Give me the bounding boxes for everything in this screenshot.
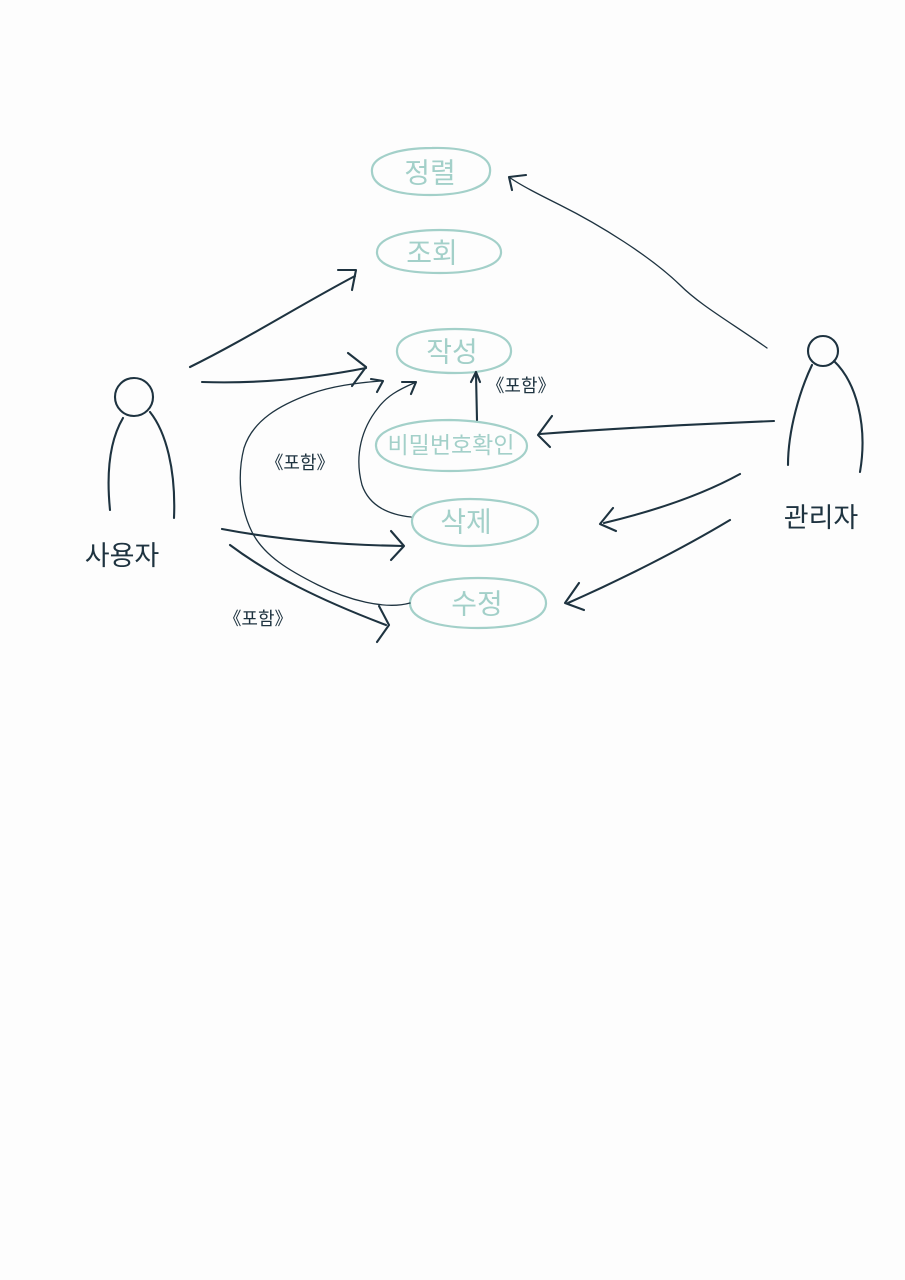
assoc-user-edit	[228, 543, 391, 644]
include-delete-label: 《포함》	[265, 453, 334, 474]
actor-user-label: 사용자	[85, 541, 160, 572]
use-case-create-label: 작성	[426, 336, 478, 369]
use-case-pin: 정렬	[370, 146, 492, 197]
actor-admin-body-left	[786, 363, 814, 467]
use-case-view-label: 조회	[406, 237, 458, 270]
include-edit-create: 《포함》	[223, 377, 411, 630]
use-case-view: 조회	[375, 228, 503, 275]
actor-user: 사용자	[85, 376, 176, 572]
include-delete-create: 《포함》	[265, 380, 418, 518]
actor-admin: 관리자	[784, 334, 864, 534]
actor-user-head	[113, 376, 155, 418]
include-create-label: 《포함》	[486, 376, 555, 397]
use-case-password-check: 비밀번호확인	[374, 418, 529, 473]
actor-admin-body-right	[832, 359, 864, 474]
use-case-edit-label: 수정	[451, 588, 503, 621]
actor-user-body-left	[107, 416, 125, 512]
include-edit-label: 《포함》	[223, 609, 292, 630]
use-case-create: 작성	[395, 327, 513, 375]
assoc-admin-delete	[598, 472, 742, 533]
use-case-delete-label: 삭제	[440, 506, 492, 539]
use-case-password-check-label: 비밀번호확인	[388, 433, 515, 459]
use-case-edit: 수정	[408, 576, 548, 630]
assoc-user-create	[200, 351, 368, 388]
use-case-delete: 삭제	[410, 497, 540, 548]
assoc-user-delete	[220, 527, 406, 562]
assoc-admin-pin	[507, 173, 768, 349]
assoc-admin-edit	[563, 518, 732, 612]
assoc-user-view	[188, 268, 358, 369]
include-create-password-check: 《포함》	[469, 370, 556, 422]
actor-admin-head	[806, 334, 840, 368]
use-case-pin-label: 정렬	[404, 157, 456, 190]
actor-admin-label: 관리자	[784, 503, 859, 534]
assoc-admin-password-check	[536, 414, 776, 449]
actor-user-body-right	[148, 410, 176, 520]
